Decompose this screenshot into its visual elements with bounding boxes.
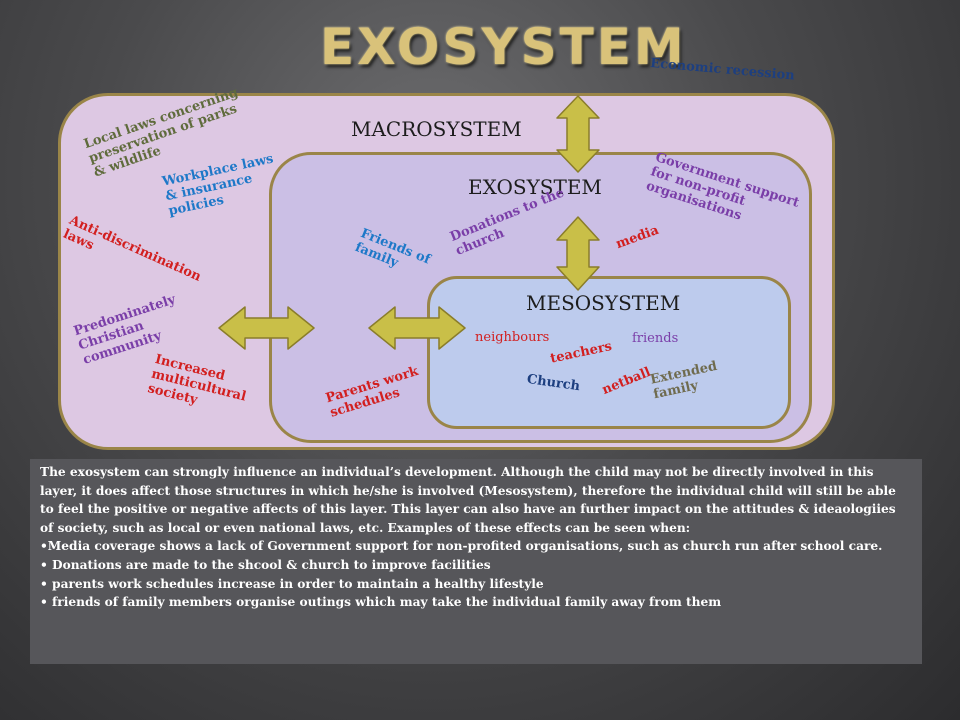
description-paragraph: The exosystem can strongly influence an … [40, 465, 896, 535]
bullet-item: • Donations are made to the shcool & chu… [40, 557, 491, 572]
horizontal-arrow-exo-meso [368, 306, 466, 350]
bullet-item: •Media coverage shows a lack of Governme… [40, 539, 883, 554]
vertical-arrow-exo-meso [556, 216, 600, 291]
exosystem-label: EXOSYSTEM [468, 175, 602, 199]
vertical-arrow-macro-exo [556, 95, 600, 173]
bullet-item: • friends of family members organise out… [40, 595, 722, 610]
description-text-box: The exosystem can strongly influence an … [30, 459, 922, 664]
horizontal-arrow-macro-exo [218, 306, 315, 350]
slide-title: EXOSYSTEM [320, 18, 687, 76]
macrosystem-label: MACROSYSTEM [351, 117, 522, 141]
label-neighbours: neighbours [475, 330, 550, 345]
mesosystem-label: MESOSYSTEM [526, 291, 681, 315]
bullet-item: • parents work schedules increase in ord… [40, 576, 544, 591]
label-friends: friends [632, 331, 679, 346]
mesosystem-layer [427, 276, 791, 429]
